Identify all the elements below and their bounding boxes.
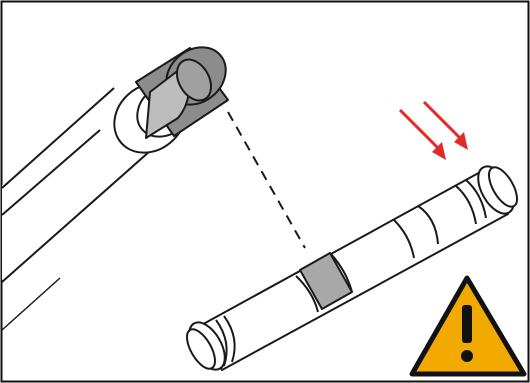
red-arrow-icon (398, 100, 468, 160)
warning-triangle-icon (409, 275, 527, 377)
leader-line (227, 111, 306, 249)
roller-end-icon (1, 46, 229, 331)
drive-shaft-icon (186, 165, 518, 371)
